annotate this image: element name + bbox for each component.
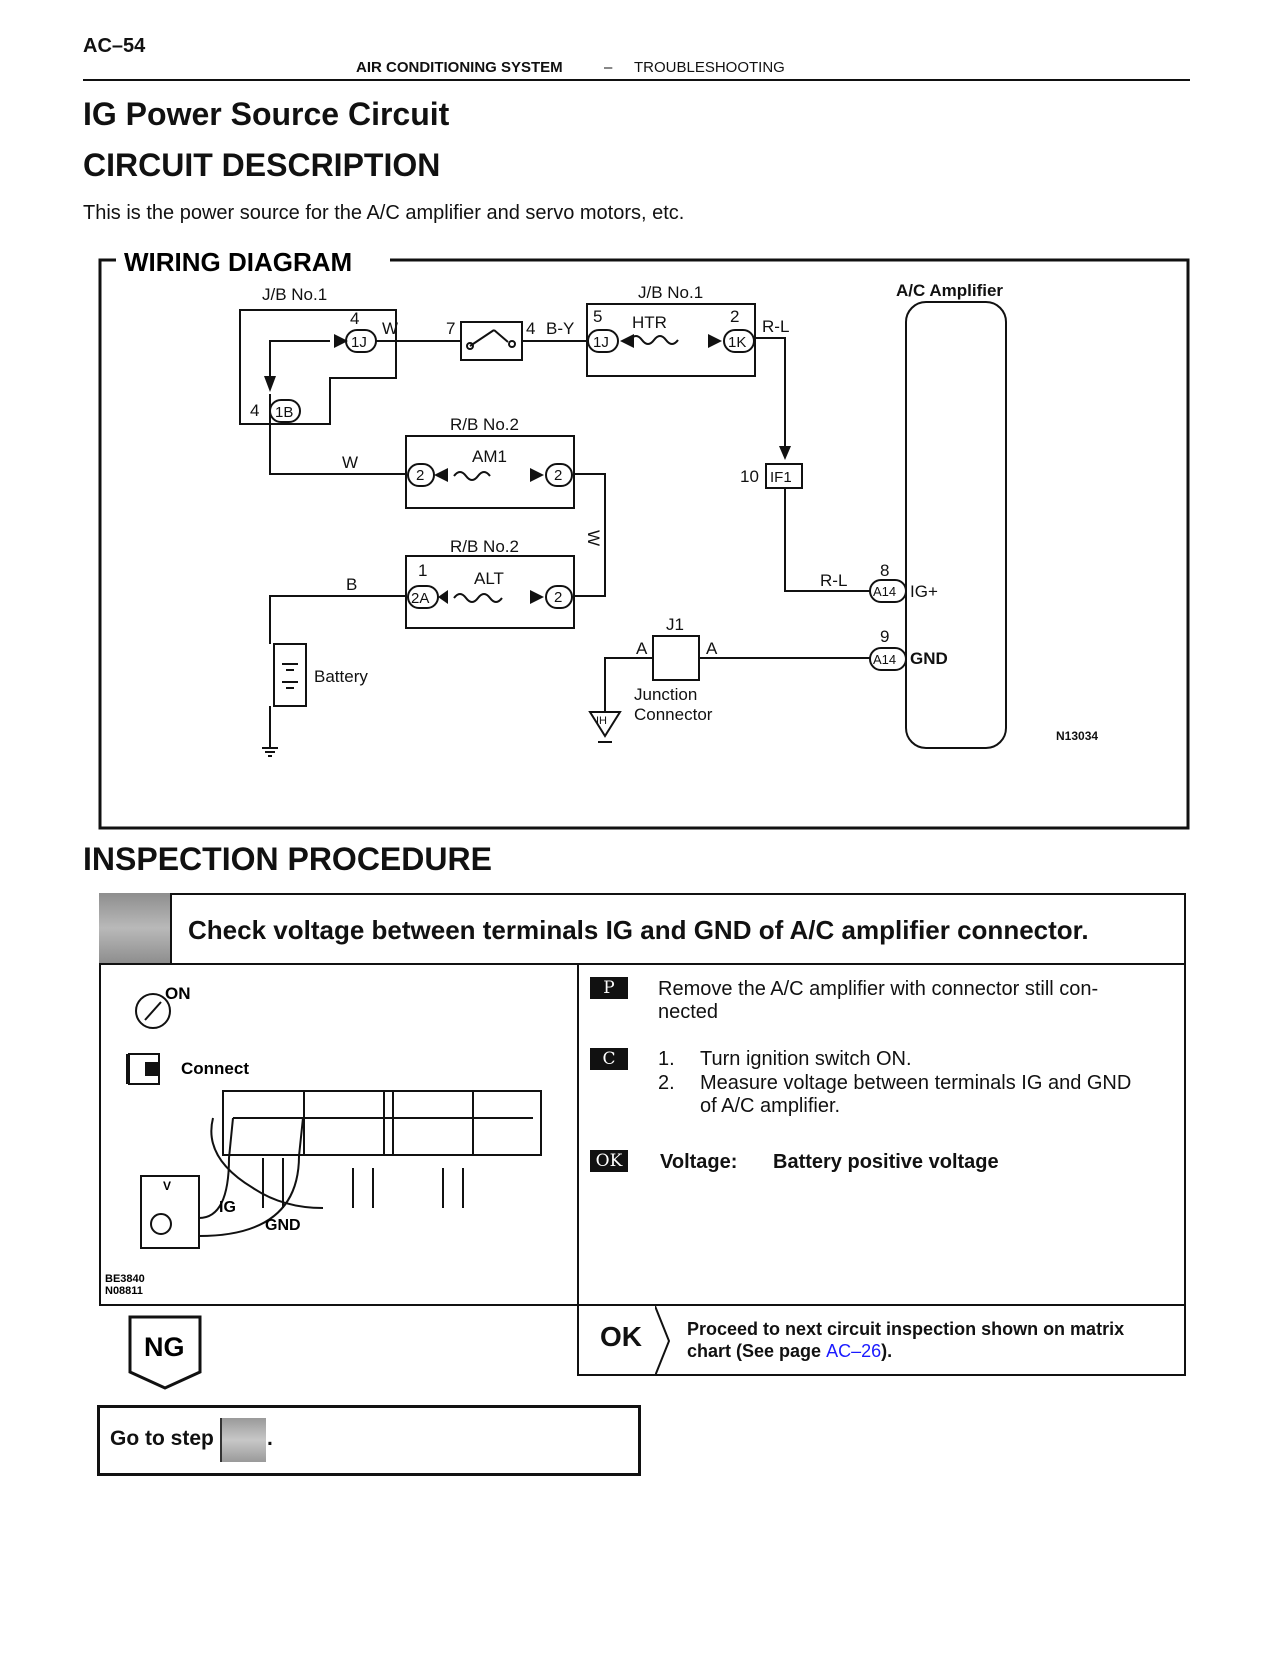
fig-v-label: V [163,1179,171,1193]
fig-ig-label: IG [219,1199,236,1216]
ok-branch-text-line2: chart (See page AC–26). [687,1340,1167,1362]
goto-dot: . [267,1427,273,1450]
connector-label: Connector [634,705,713,724]
ok-tag: OK [590,1150,628,1172]
header-rule [83,79,1190,81]
diagram-code: N13034 [1056,729,1098,743]
pin-am1-l: 2 [416,467,424,484]
header-dash: – [604,59,613,76]
step-body-divider [577,963,579,1306]
subsection-title: TROUBLESHOOTING [634,59,785,76]
pin-2: 2 [730,307,739,326]
pin-am1-r: 2 [554,467,562,484]
jb1-right-label: J/B No.1 [638,283,703,302]
conn-if1: IF1 [770,469,792,486]
wire-w3: W [584,530,603,546]
wire-w2: W [342,453,358,472]
wire-r-l2: R-L [820,571,847,590]
conn-a14-b: A14 [873,652,896,667]
fig-gnd-label: GND [265,1217,301,1234]
page-link-ac26[interactable]: AC–26 [826,1341,882,1361]
jb1-left-label: J/B No.1 [262,285,327,304]
c-tag: C [590,1048,628,1070]
pin-7: 7 [446,319,455,338]
fig-on-label: ON [165,984,191,1003]
ok-branch-text-2a: chart (See page [687,1341,827,1361]
pin-4b: 4 [526,319,535,338]
p-text-line1: Remove the A/C amplifier with connector … [658,978,1099,1000]
alt-label: ALT [474,569,504,588]
ok-branch-text-2b: ). [881,1341,893,1361]
wire-w: W [382,319,398,338]
c-item-1-text: Turn ignition switch ON. [700,1048,912,1070]
pin-a-left: A [636,639,648,658]
ok-branch-label: OK [600,1321,642,1352]
ignition-key-icon [135,993,171,1029]
pin-9: 9 [880,627,889,646]
pin-4: 4 [350,309,359,328]
circuit-description-heading: CIRCUIT DESCRIPTION [83,147,441,183]
ng-badge: NG [128,1315,202,1390]
ok-branch-text: Proceed to next circuit inspection shown… [687,1318,1167,1362]
page-title: IG Power Source Circuit [83,96,450,132]
battery-label: Battery [314,667,368,686]
goto-box [97,1405,641,1476]
pin-a-right: A [706,639,718,658]
step-number-marker [99,893,172,963]
pin-alt-r: 2 [554,589,562,606]
section-title: AIR CONDITIONING SYSTEM [356,59,563,76]
goto-step-marker[interactable] [220,1418,266,1462]
voltmeter-icon [140,1175,200,1249]
wire-r-l: R-L [762,317,789,336]
conn-1j: 1J [351,334,367,351]
pin-10: 10 [740,467,759,486]
rb2-b-label: R/B No.2 [450,537,519,556]
inspection-illustration: ON Connect V IG GND BE3840 N08811 [105,984,542,1297]
gnd-label: GND [910,649,948,668]
conn-2a: 2A [411,590,429,607]
conn-1j-right: 1J [593,334,609,351]
wire-b-y: B-Y [546,319,574,338]
fig-code2: N08811 [105,1285,143,1297]
p-tag: P [590,977,628,999]
conn-1k: 1K [728,334,746,351]
ok-voltage-label: Voltage: [660,1151,738,1173]
fig-code1: BE3840 [105,1273,145,1285]
pin-5: 5 [593,307,602,326]
rb2-a-label: R/B No.2 [450,415,519,434]
htr-label: HTR [632,313,667,332]
wiring-heading: WIRING DIAGRAM [124,247,352,277]
circuit-description-text: This is the power source for the A/C amp… [83,202,685,224]
ok-branch-text-line1: Proceed to next circuit inspection shown… [687,1319,1125,1339]
pin-1: 1 [418,561,427,580]
c-item-2-num: 2. [658,1072,675,1094]
am1-label: AM1 [472,447,507,466]
p-text-line2: nected [658,1001,719,1023]
ground-ih-label: IH [596,715,607,727]
c-item-2-cont: of A/C amplifier. [700,1095,841,1117]
inspection-heading: INSPECTION PROCEDURE [83,841,492,877]
conn-1b: 1B [275,404,293,421]
wiring-diagram: WIRING DIAGRAM [98,247,1190,830]
amp-title: A/C Amplifier [896,281,1003,300]
ig-plus-label: IG+ [910,582,938,601]
goto-text: Go to step [110,1427,214,1450]
conn-a14-a: A14 [873,584,896,599]
step-check-text: Check voltage between terminals IG and G… [188,915,1089,945]
fig-connect-label: Connect [181,1059,249,1078]
wire-b: B [346,575,357,594]
ok-voltage-value: Battery positive voltage [773,1151,999,1173]
c-item-1-num: 1. [658,1048,675,1070]
ok-branch-chevron [655,1306,671,1376]
c-item-2-text: Measure voltage between terminals IG and… [700,1072,1132,1094]
ng-label: NG [144,1332,185,1362]
junction-label: Junction [634,685,697,704]
ok-branch-box [577,1306,1186,1376]
pin-8: 8 [880,561,889,580]
j1-label: J1 [666,615,684,634]
step-body-box [99,963,1186,1306]
pin-4c: 4 [250,401,259,420]
page-code: AC–54 [83,35,146,57]
